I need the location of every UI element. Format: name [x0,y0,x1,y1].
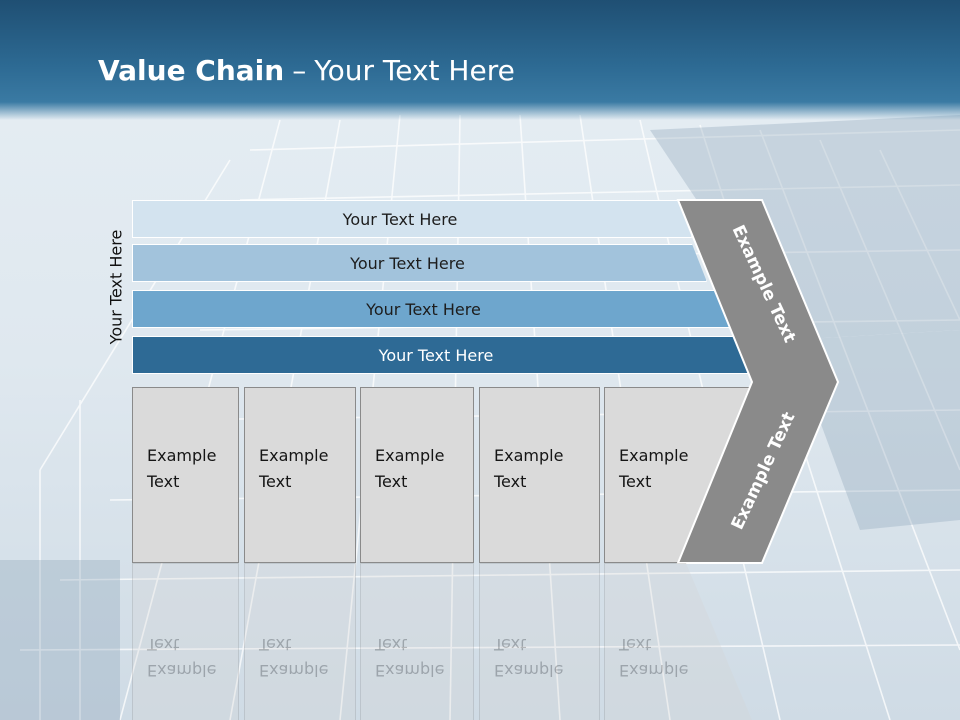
box-1-line1: Example [147,446,217,465]
title-bold: Value Chain [98,54,285,87]
support-bar-4-label: Your Text Here [378,345,494,365]
title-dash: – [292,54,307,87]
primary-box-4[interactable]: Example Text [479,387,600,563]
support-bar-3[interactable]: Your Text Here [132,290,739,328]
box-4-line2: Text [494,472,527,491]
support-bar-1-label: Your Text Here [342,209,458,229]
primary-box-2[interactable]: Example Text [244,387,356,563]
support-bar-3-label: Your Text Here [366,299,481,319]
primary-box-3[interactable]: Example Text [360,387,474,563]
support-bar-4[interactable]: Your Text Here [132,336,764,374]
header-band [0,0,960,120]
box-5-line2: Text [619,472,652,491]
box-1-line2: Text [147,472,180,491]
title-rest: Your Text Here [314,54,515,87]
box-3-line2: Text [375,472,408,491]
support-bar-2[interactable]: Your Text Here [132,244,707,282]
box-3-line1: Example [375,446,445,465]
box-4-line1: Example [494,446,564,465]
support-bar-1[interactable]: Your Text Here [132,200,692,238]
page-title: Value Chain–Your Text Here [98,54,515,87]
box-2-line2: Text [259,472,292,491]
box-2-line1: Example [259,446,329,465]
support-bar-2-label: Your Text Here [350,253,465,273]
primary-box-1[interactable]: Example Text [132,387,239,563]
box-5-line1: Example [619,446,689,465]
